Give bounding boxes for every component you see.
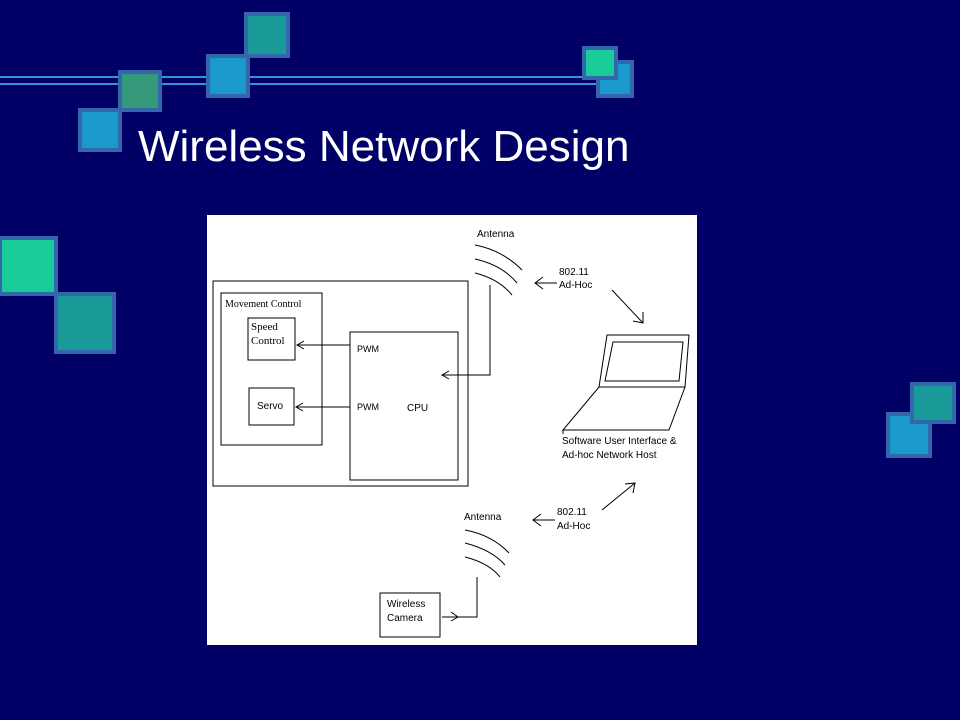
slide-title: Wireless Network Design [138, 122, 630, 171]
from-laptop-arrow [601, 482, 636, 511]
antenna-bottom-wave [464, 542, 506, 566]
pwm-bottom-label: PWM [357, 402, 379, 412]
antenna-cpu-line [442, 285, 491, 376]
decorative-square [206, 54, 250, 98]
arrowhead [450, 611, 459, 622]
decorative-square [886, 412, 932, 458]
movement-control-label: Movement Control [225, 299, 302, 310]
antenna-camera-line [442, 577, 478, 618]
robot-box [212, 280, 469, 487]
protocol-bottom-line1: 802.11 [557, 507, 587, 518]
antenna-bottom-wave [464, 556, 501, 578]
decorative-square [78, 108, 122, 152]
laptop-caption-line2: Ad-hoc Network Host [562, 450, 657, 461]
arrowhead [294, 402, 304, 412]
arrowhead [440, 370, 450, 380]
camera-box [379, 592, 441, 638]
antenna-top-wave [474, 244, 523, 271]
antenna-top-wave [474, 272, 513, 296]
speed-control-label-1: Speed [251, 321, 278, 333]
cpu-label: CPU [407, 403, 429, 414]
protocol-top-line1: 802.11 [559, 267, 589, 278]
antenna-bottom-wave [464, 529, 510, 554]
decorative-square [910, 382, 956, 424]
to-laptop-arrow [611, 289, 644, 324]
network-diagram: Movement Control Speed Control Servo PWM… [207, 215, 697, 645]
arrowhead [295, 340, 305, 350]
protocol-top-line2: Ad-Hoc [559, 280, 593, 291]
movement-control-box [220, 292, 323, 446]
decorative-square [118, 70, 162, 112]
diagram-lines [212, 244, 690, 638]
arrowhead [632, 312, 644, 324]
decorative-square [54, 292, 116, 354]
laptop-screen-inner [604, 341, 684, 382]
laptop-base [561, 386, 686, 431]
laptop-caption-line1: Software User Interface & [562, 436, 677, 447]
arrowhead [532, 513, 542, 527]
protocol-bottom-line2: Ad-Hoc [557, 521, 591, 532]
speed-control-box [247, 317, 296, 361]
decorative-square [582, 46, 618, 80]
camera-label-2: Camera [387, 613, 423, 624]
arrowhead [624, 482, 636, 494]
cpu-box [349, 331, 459, 481]
antenna-bottom-label: Antenna [464, 512, 502, 523]
antenna-top-wave [474, 258, 518, 284]
antenna-top-label: Antenna [477, 229, 515, 240]
servo-label: Servo [257, 401, 284, 412]
arrowhead [534, 276, 544, 290]
decorative-square [0, 236, 58, 296]
servo-box [248, 387, 295, 426]
pwm-top-label: PWM [357, 344, 379, 354]
speed-control-label-2: Control [251, 335, 285, 347]
decorative-square [244, 12, 290, 58]
camera-label-1: Wireless [387, 599, 426, 610]
